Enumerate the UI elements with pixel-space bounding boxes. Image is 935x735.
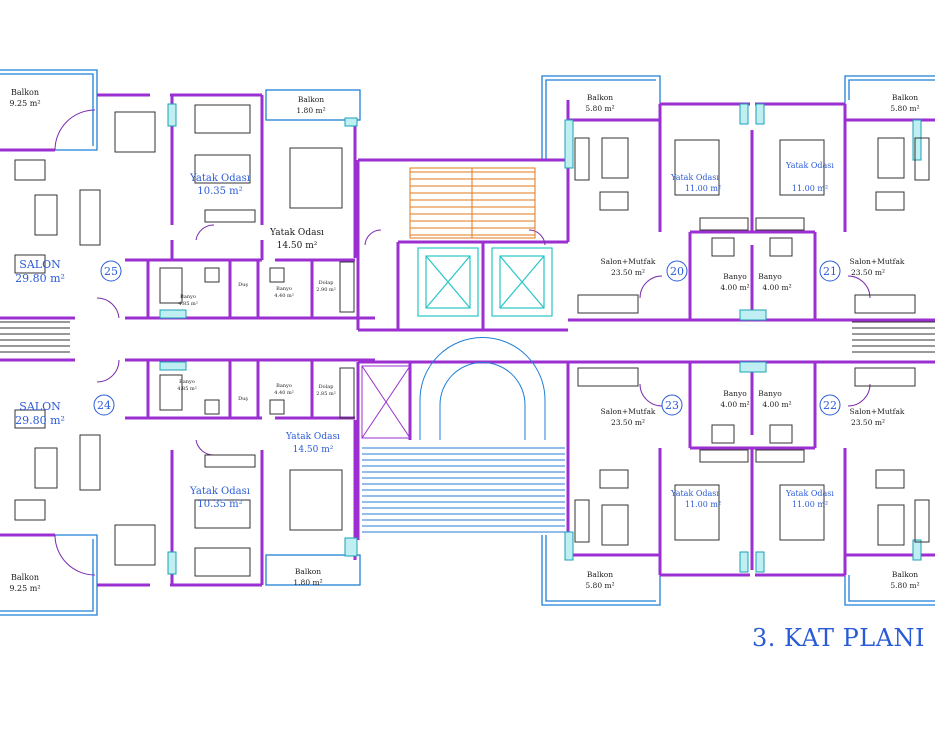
main-stair-upper (409, 167, 536, 239)
unit-20-labels: Balkon 5.80 m² Yatak Odası 11.00 m² Salo… (585, 93, 749, 292)
room-name: Dolap (319, 384, 334, 390)
unit-markers: 25 24 20 21 23 22 (93, 260, 841, 416)
room-area: 23.50 m² (611, 418, 645, 427)
unit-22-circle (819, 394, 841, 416)
unit-23-labels: Salon+Mutfak 23.50 m² Banyo 4.00 m² Yata… (585, 389, 749, 590)
room-name: Salon+Mutfak (850, 407, 905, 416)
door-swings (54, 109, 871, 576)
room-area: 5.80 m² (890, 581, 919, 590)
room-area: 1.80 m² (296, 106, 325, 115)
unit-22-labels: Salon+Mutfak 23.50 m² Banyo 4.00 m² Yata… (758, 389, 919, 590)
unit-22-number: 22 (823, 399, 837, 412)
unit-24-labels: SALON 29.80 m² Banyo 4.85 m² Duş Banyo 4… (9, 379, 340, 593)
room-name: Duş (238, 282, 248, 288)
room-area: 11.00 m² (792, 500, 828, 509)
room-area: 9.25 m² (9, 584, 40, 593)
room-area: 4.40 m² (274, 390, 293, 396)
spiral-stair (419, 337, 546, 440)
furniture (14, 104, 930, 577)
room-name: Balkon (295, 567, 321, 576)
windows (159, 103, 922, 575)
left-stair (0, 321, 70, 353)
room-name: Yatak Odası (189, 173, 250, 184)
room-area: 23.50 m² (851, 268, 885, 277)
room-name: Banyo (758, 272, 782, 281)
room-area: 29.80 m² (15, 272, 65, 285)
plan-title: 3. KAT PLANI (752, 624, 926, 652)
stair-treads-lower (362, 447, 565, 533)
room-area: 14.50 m² (293, 445, 334, 455)
stair-treads-upper (410, 171, 535, 236)
unit-21-circle (819, 260, 841, 282)
unit-23-circle (661, 394, 683, 416)
room-area: 5.80 m² (890, 104, 919, 113)
room-area: 4.00 m² (720, 283, 749, 292)
room-area: 5.80 m² (585, 581, 614, 590)
unit-25-labels: Balkon 9.25 m² SALON 29.80 m² Yatak Odas… (9, 88, 335, 307)
unit-20-circle (666, 260, 688, 282)
room-area: 4.40 m² (274, 293, 293, 299)
room-name: Balkon (11, 88, 39, 97)
room-name: SALON (19, 258, 61, 271)
room-area: 2.90 m² (316, 287, 335, 293)
right-stair (852, 321, 935, 353)
room-name: Balkon (892, 570, 918, 579)
room-name: Banyo (723, 389, 747, 398)
room-area: 23.50 m² (611, 268, 645, 277)
room-name: Banyo (276, 383, 292, 389)
room-area: 10.35 m² (197, 186, 242, 197)
room-name: Balkon (11, 573, 39, 582)
room-name: Yatak Odası (670, 173, 719, 182)
room-name: Salon+Mutfak (850, 257, 905, 266)
room-area: 10.35 m² (197, 499, 242, 510)
room-area: 4.85 m² (177, 386, 196, 392)
room-name: Salon+Mutfak (601, 407, 656, 416)
room-area: 29.80 m² (15, 414, 65, 427)
room-name: Yatak Odası (189, 486, 250, 497)
room-name: Banyo (180, 294, 196, 300)
unit-23-number: 23 (665, 399, 679, 412)
unit-24-circle (93, 394, 115, 416)
room-area: 5.80 m² (585, 104, 614, 113)
room-name: Yatak Odası (785, 489, 834, 498)
room-area: 14.50 m² (277, 241, 318, 251)
room-area: 1.80 m² (293, 578, 322, 587)
unit-25-circle (100, 260, 122, 282)
room-area: 2.85 m² (316, 391, 335, 397)
room-name: Duş (238, 396, 248, 402)
shaft-cross (361, 365, 411, 439)
room-name: Balkon (587, 570, 613, 579)
room-area: 4.00 m² (720, 400, 749, 409)
room-area: 4.85 m² (178, 301, 197, 307)
room-area: 23.50 m² (851, 418, 885, 427)
unit-21-number: 21 (823, 265, 837, 278)
room-area: 4.00 m² (762, 283, 791, 292)
room-name: Banyo (723, 272, 747, 281)
unit-24-number: 24 (97, 399, 111, 412)
room-name: Yatak Odası (670, 489, 719, 498)
unit-20-number: 20 (670, 265, 684, 278)
room-area: 4.00 m² (762, 400, 791, 409)
room-area: 11.00 m² (685, 500, 721, 509)
room-name: Yatak Odası (785, 161, 834, 170)
room-name: SALON (19, 400, 61, 413)
room-name: Balkon (298, 95, 324, 104)
unit-21-labels: Balkon 5.80 m² Yatak Odası 11.00 m² Salo… (758, 93, 919, 292)
room-name: Balkon (587, 93, 613, 102)
room-name: Yatak Odası (269, 228, 324, 238)
elevators (417, 247, 553, 317)
room-name: Banyo (179, 379, 195, 385)
room-area: 11.00 m² (685, 184, 721, 193)
room-area: 11.00 m² (792, 184, 828, 193)
room-area: 9.25 m² (9, 99, 40, 108)
room-name: Balkon (892, 93, 918, 102)
room-name: Banyo (758, 389, 782, 398)
unit-25-number: 25 (104, 265, 118, 278)
room-name: Banyo (276, 286, 292, 292)
room-name: Salon+Mutfak (601, 257, 656, 266)
room-name: Dolap (319, 280, 334, 286)
room-name: Yatak Odası (285, 432, 340, 442)
